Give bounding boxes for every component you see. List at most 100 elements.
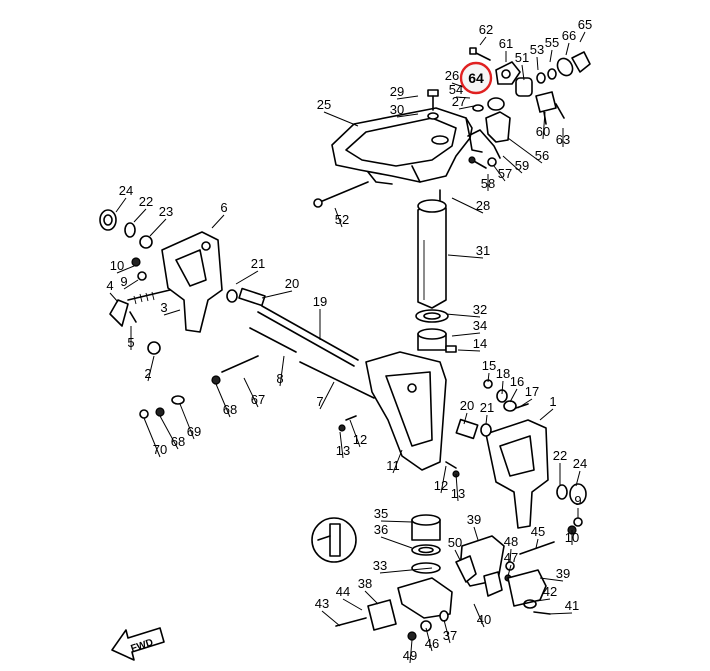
washer-22a: [124, 222, 136, 238]
callout-c31: 31: [476, 243, 490, 258]
leader-c20b: [463, 412, 468, 425]
leader-c1: [539, 408, 554, 421]
leader-c67: [243, 377, 259, 408]
callout-c55: 55: [545, 35, 559, 50]
callout-c33: 33: [373, 558, 387, 573]
callout-c16: 16: [510, 374, 524, 389]
callout-c8: 8: [276, 371, 283, 386]
callout-c21b: 21: [480, 400, 494, 415]
callout-c49: 49: [403, 648, 417, 663]
callout-c3: 3: [160, 300, 167, 315]
screw-12b: [445, 461, 457, 469]
callout-c39a: 39: [467, 512, 481, 527]
callout-c48: 48: [504, 534, 518, 549]
callout-c63: 63: [556, 132, 570, 147]
callout-c67: 67: [251, 392, 265, 407]
swivel-bracket-11: [365, 351, 447, 471]
bracket-50: [455, 555, 477, 583]
leader-c21a: [235, 270, 259, 285]
leader-c38: [364, 590, 379, 605]
callout-c40: 40: [477, 612, 491, 627]
callout-c24b: 24: [573, 456, 587, 471]
spring-23: [139, 235, 153, 249]
washer-69: [171, 395, 185, 405]
leader-c22a: [133, 208, 147, 223]
callout-c28: 28: [476, 198, 490, 213]
leader-c12a: [349, 419, 361, 448]
leader-c31: [447, 254, 484, 259]
bracket-39b: [507, 569, 547, 607]
steering-shaft-31: [417, 199, 447, 309]
lever-4: [109, 299, 129, 327]
washer-53: [536, 72, 546, 84]
callout-c43: 43: [315, 596, 329, 611]
leader-c13a: [339, 431, 344, 459]
leader-c13b: [455, 473, 459, 502]
leader-c34: [451, 332, 481, 337]
nut-16: [503, 400, 517, 412]
leader-c59: [502, 155, 523, 174]
leader-c39b: [539, 577, 564, 582]
leader-c15: [487, 372, 490, 383]
leader-c28: [451, 197, 484, 214]
callout-c29: 29: [390, 84, 404, 99]
tilt-shaft-19: [257, 305, 359, 367]
leader-c20a: [261, 290, 293, 299]
callout-c52: 52: [335, 212, 349, 227]
callout-c10a: 10: [110, 258, 124, 273]
lever-38: [397, 577, 453, 619]
nut-10a: [131, 257, 141, 267]
callout-c68b: 68: [171, 434, 185, 449]
screw-63: [555, 103, 565, 119]
bolt-29: [427, 89, 439, 111]
callout-c65: 65: [578, 17, 592, 32]
washer-37: [439, 610, 449, 622]
leader-c44: [342, 598, 363, 611]
callout-c20b: 20: [460, 398, 474, 413]
leader-c10a: [116, 265, 135, 274]
callout-c70: 70: [153, 442, 167, 457]
callout-c11: 11: [386, 458, 400, 473]
bushing-20b: [455, 418, 479, 440]
callout-c44: 44: [336, 584, 350, 599]
bushing-32: [415, 309, 449, 323]
screw-62: [469, 47, 491, 61]
callout-c37: 37: [443, 628, 457, 643]
callout-c36: 36: [374, 522, 388, 537]
fwd-arrow: FWD: [111, 627, 165, 661]
leader-c39a: [473, 526, 479, 541]
callout-c32: 32: [473, 302, 487, 317]
leader-c27: [458, 105, 475, 110]
callout-c17: 17: [525, 384, 539, 399]
leader-c4: [109, 292, 119, 303]
bushing-2: [147, 341, 161, 355]
callout-c13a: 13: [336, 443, 350, 458]
leader-c42: [529, 598, 551, 603]
callout-c58: 58: [481, 176, 495, 191]
callout-c22a: 22: [139, 194, 153, 209]
callout-c35: 35: [374, 506, 388, 521]
callout-c66: 66: [562, 28, 576, 43]
leader-c47: [507, 564, 512, 577]
callout-c57: 57: [498, 166, 512, 181]
callout-c56: 56: [535, 148, 549, 163]
callout-c6: 6: [220, 200, 227, 215]
washer-22b: [556, 484, 568, 500]
spacer-21a: [226, 289, 238, 303]
clamp-bracket-1: [485, 419, 549, 529]
screw-12a: [345, 415, 357, 421]
leader-c16: [509, 388, 518, 403]
washer-9b: [573, 517, 583, 527]
callout-c26: 26: [445, 68, 459, 83]
bracket-44: [367, 599, 397, 631]
steering-bracket-25: [331, 107, 473, 185]
clamp-bracket-6: [161, 231, 223, 333]
callout-c69: 69: [187, 424, 201, 439]
leader-c37: [443, 619, 451, 644]
leader-c11: [392, 449, 403, 474]
callout-64: 64: [468, 70, 484, 86]
leader-c69: [179, 403, 195, 440]
callout-c15: 15: [482, 358, 496, 373]
callout-c47: 47: [504, 550, 518, 565]
spacer-21b: [480, 423, 492, 437]
